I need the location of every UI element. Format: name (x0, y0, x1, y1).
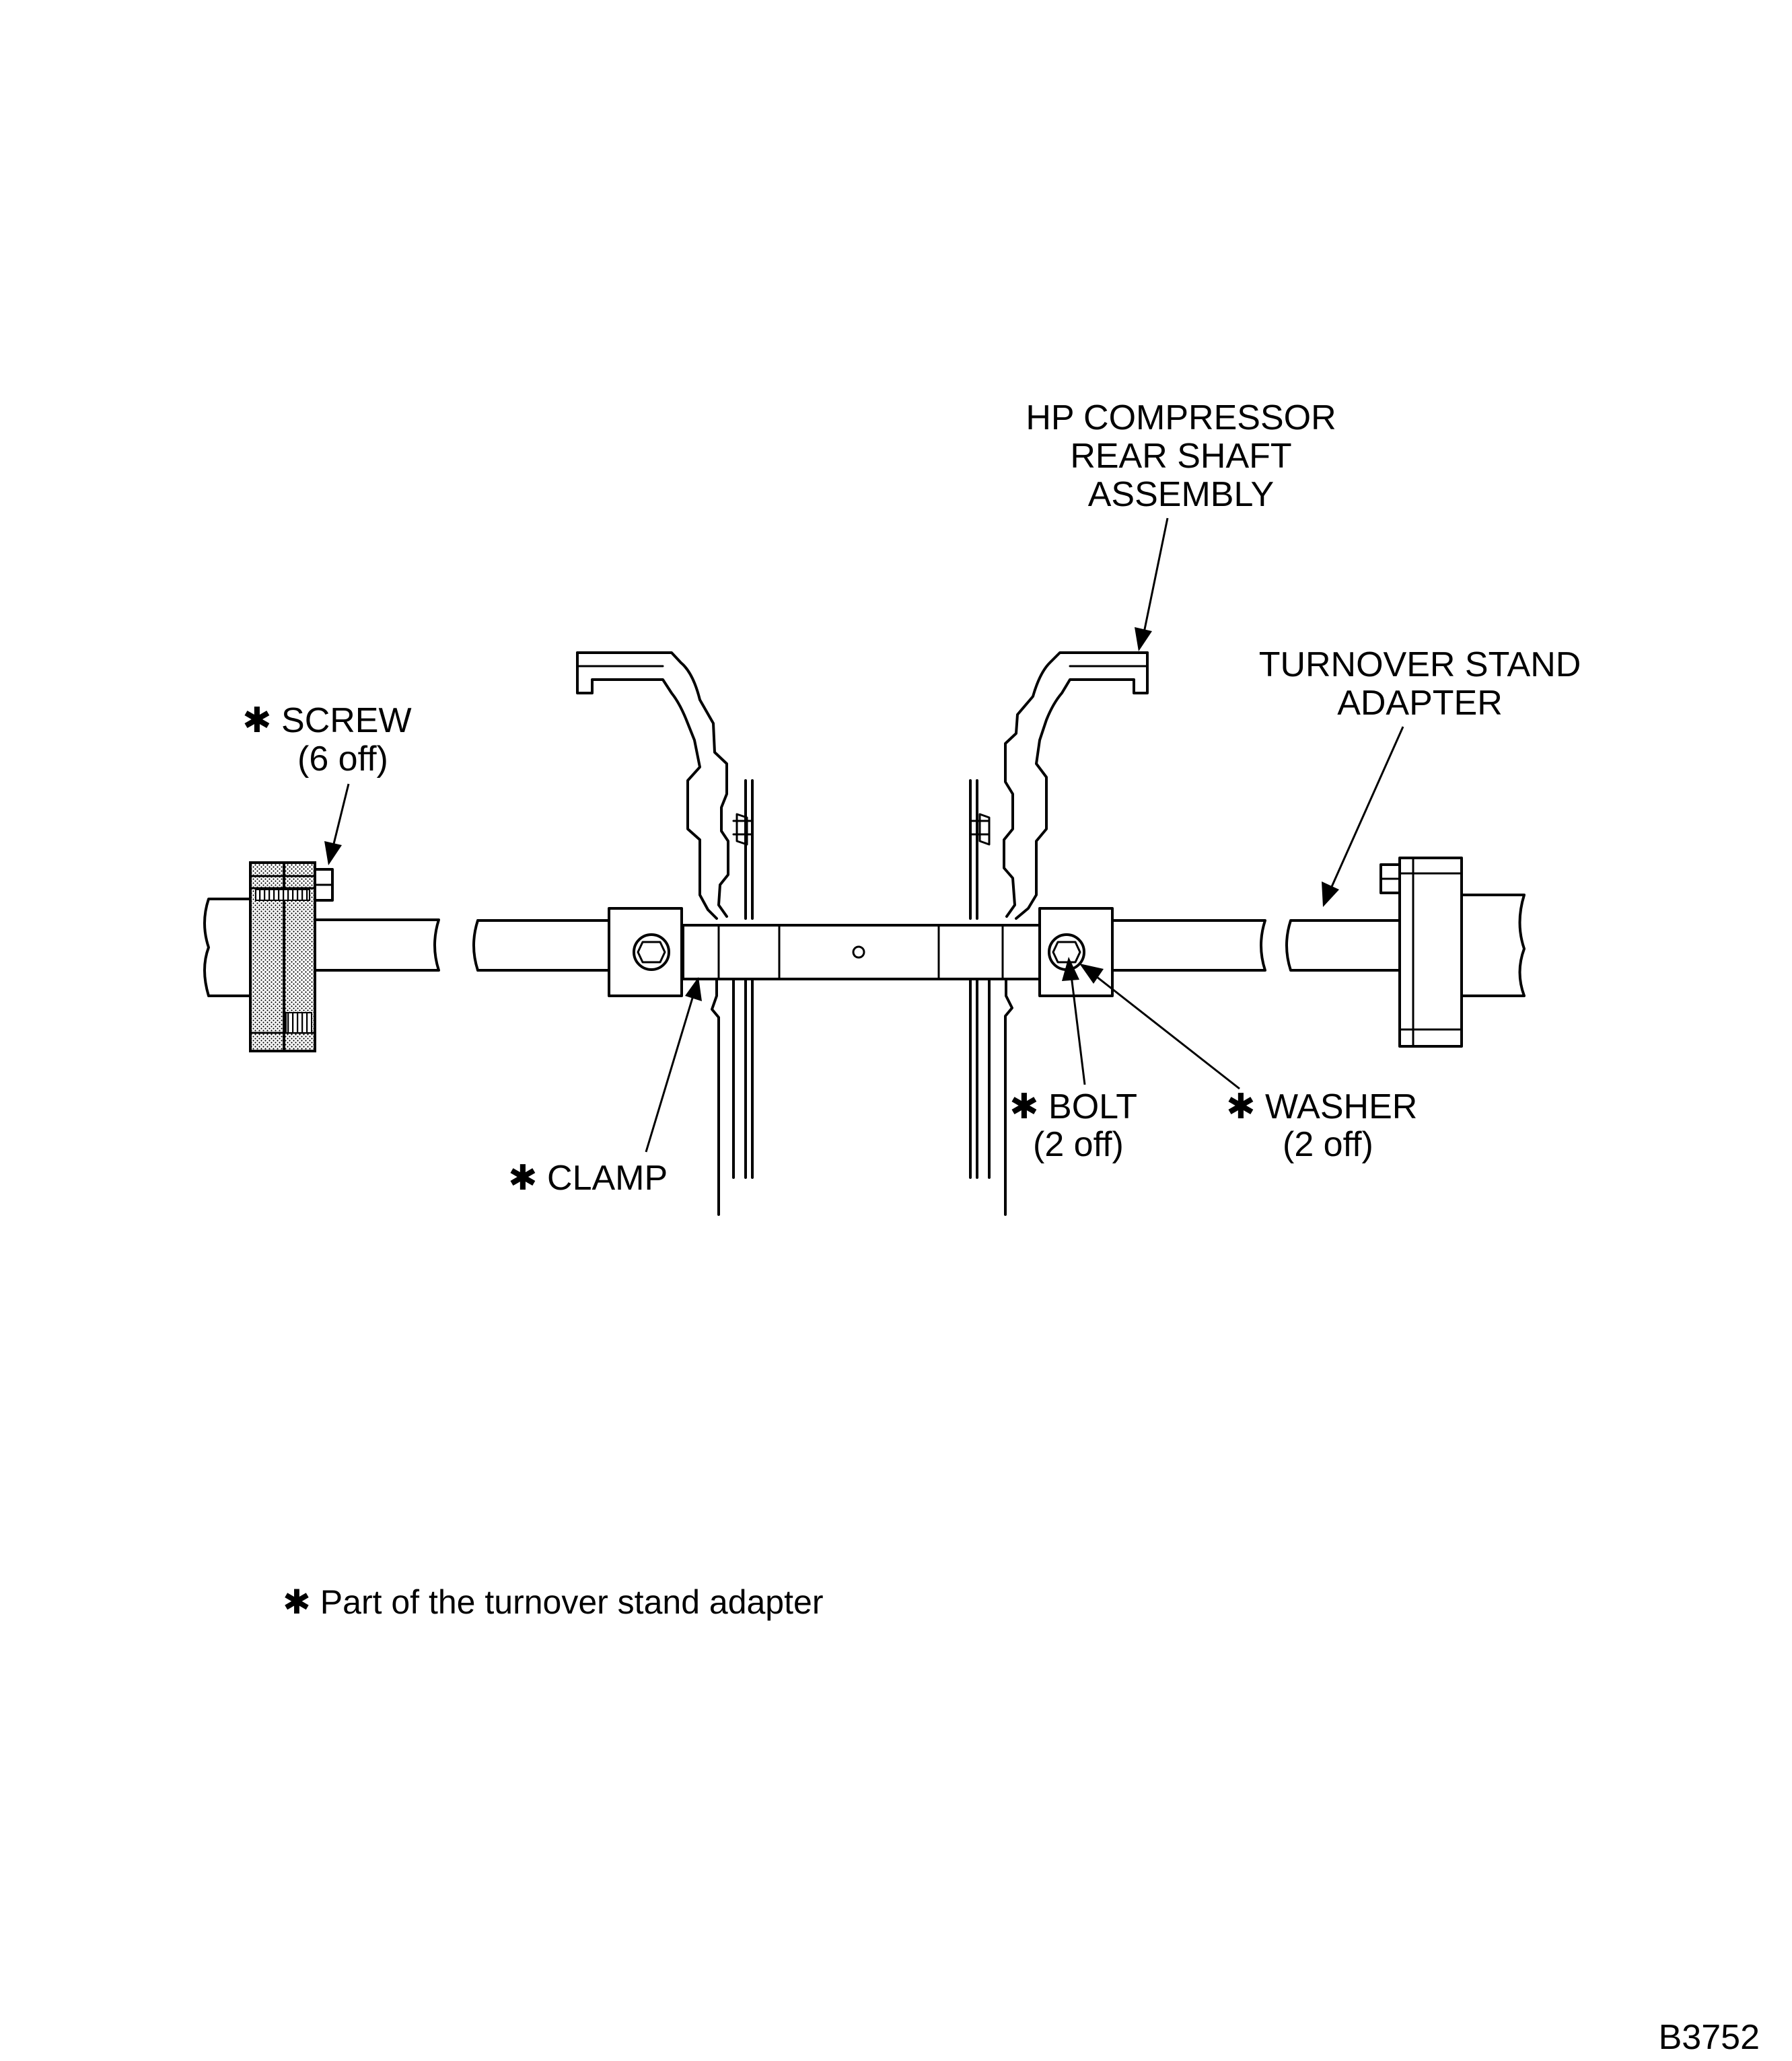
clamp-label: ✱ CLAMP (508, 1159, 668, 1198)
bolt-line-2: (2 off) (1033, 1125, 1124, 1164)
turnover-stand-line-1: TURNOVER STAND (1259, 645, 1581, 684)
hp-compressor-line-1: HP COMPRESSOR (1026, 398, 1336, 437)
label-washer: ✱ WASHER (2 off) (1226, 1087, 1417, 1164)
screw-line-1: ✱ SCREW (242, 701, 412, 740)
label-bolt: ✱ BOLT (2 off) (1009, 1087, 1137, 1164)
hp-compressor-line-3: ASSEMBLY (1088, 475, 1274, 514)
screw-line-2: (6 off) (297, 739, 388, 779)
right-adapter-bar (1111, 894, 1526, 997)
hp-compressor-rear-shaft (576, 651, 1149, 1216)
left-flange (249, 861, 316, 1052)
bolt-line-1: ✱ BOLT (1009, 1087, 1137, 1126)
hp-compressor-line-2: REAR SHAFT (1070, 437, 1291, 476)
washer-line-2: (2 off) (1283, 1125, 1373, 1164)
footnote: ✱ Part of the turnover stand adapter (283, 1583, 823, 1621)
right-flange (1379, 857, 1463, 1048)
label-clamp: ✱ CLAMP (508, 1159, 668, 1198)
screw-head (314, 868, 334, 902)
right-clamp (1038, 907, 1114, 997)
turnover-stand-line-2: ADAPTER (1337, 684, 1503, 723)
label-hp-compressor-rear-shaft-assembly: HP COMPRESSOR REAR SHAFT ASSEMBLY (1026, 398, 1336, 514)
figure-id: B3752 (1659, 2018, 1760, 2057)
left-clamp (608, 907, 683, 997)
centre-beam (682, 924, 1058, 980)
label-screw: ✱ SCREW (6 off) (242, 701, 412, 779)
washer-line-1: ✱ WASHER (1226, 1087, 1417, 1126)
label-turnover-stand-adapter: TURNOVER STAND ADAPTER (1259, 645, 1581, 723)
left-adapter-bar (203, 898, 612, 997)
leader-lines (324, 517, 1404, 1153)
